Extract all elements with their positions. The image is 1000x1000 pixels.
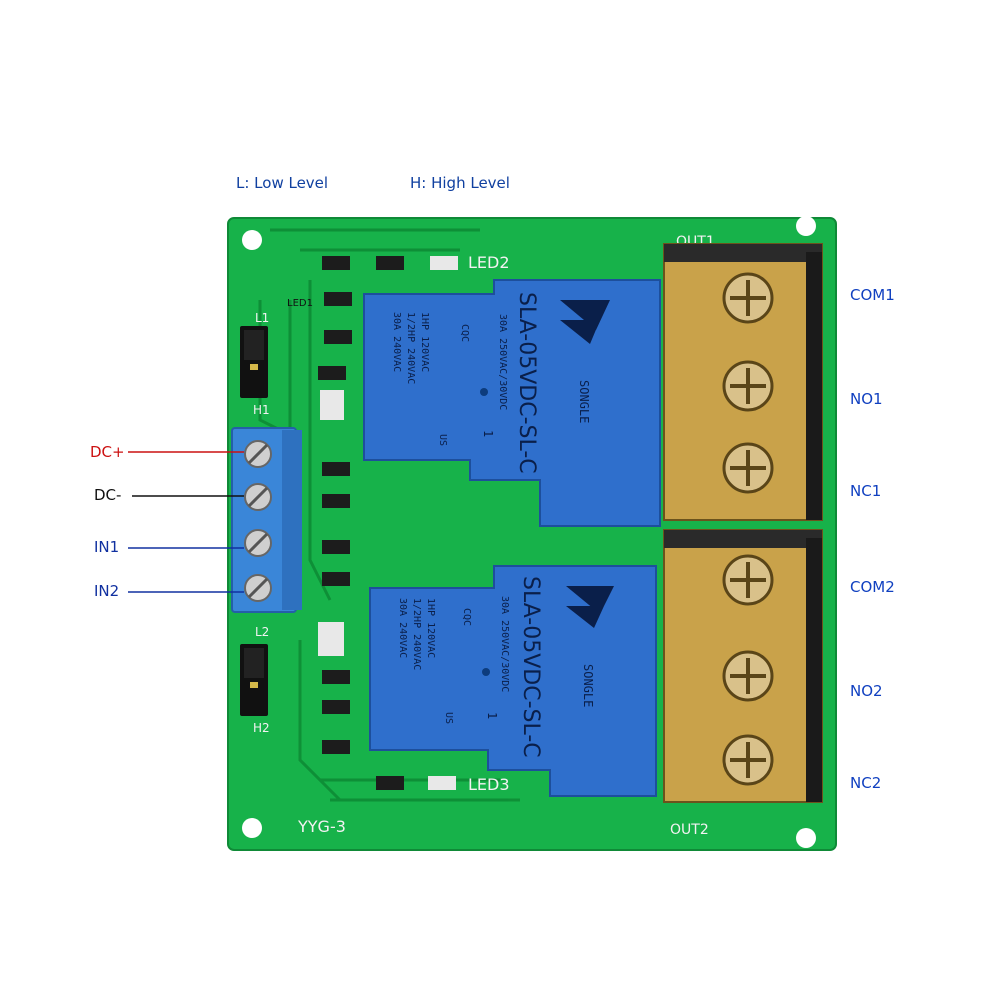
input-terminal-block xyxy=(231,427,302,613)
terminal-label-no1: NO1 xyxy=(850,390,883,408)
relay-1: SLA-05VDC-SL-C 30A 250VAC/30VDC 1HP 120V… xyxy=(363,279,661,527)
output-screw-icons-2 xyxy=(722,554,774,786)
jumper-1 xyxy=(240,326,268,398)
relay-1-cqc: CQC xyxy=(459,324,470,342)
silk-l1: L1 xyxy=(255,311,269,325)
pin-label-dc-plus: DC+ xyxy=(90,443,125,461)
input-pin-in1: IN1 xyxy=(94,538,244,556)
pin-label-in2: IN2 xyxy=(94,582,119,600)
relay-2-rating-1: 30A 250VAC/30VDC xyxy=(499,596,510,692)
relay-1-ul: US xyxy=(437,434,448,446)
relay-2-number: 1 xyxy=(485,712,499,719)
output-terminal-block-1 xyxy=(663,243,823,521)
mount-hole-bl xyxy=(242,818,262,838)
relay-2-rating-3: 1/2HP 240VAC xyxy=(411,598,422,670)
terminal-label-nc2: NC2 xyxy=(850,774,881,792)
relay-1-rating-1: 30A 250VAC/30VDC xyxy=(497,314,508,410)
smd-components xyxy=(318,256,458,790)
relay-1-rating-2: 1HP 120VAC xyxy=(419,312,430,372)
relay-1-model: SLA-05VDC-SL-C xyxy=(514,292,539,474)
input-screw-icons xyxy=(244,440,272,602)
relay-1-rating-4: 30A 240VAC xyxy=(391,312,402,372)
input-pin-dc-minus: DC- xyxy=(94,486,244,504)
silk-h2: H2 xyxy=(253,721,270,735)
mount-hole-tl xyxy=(242,230,262,250)
silk-led2: LED2 xyxy=(468,253,510,272)
silk-h1: H1 xyxy=(253,403,270,417)
terminal-label-nc1: NC1 xyxy=(850,482,881,500)
output-terminal-block-2 xyxy=(663,529,823,803)
terminal-label-com2: COM2 xyxy=(850,578,895,596)
input-pin-dc-plus: DC+ xyxy=(90,443,244,461)
pin-label-dc-minus: DC- xyxy=(94,486,121,504)
relay-2-ul: US xyxy=(443,712,454,724)
relay-2-brand: SONGLE xyxy=(581,664,595,707)
relay-1-number: 1 xyxy=(481,430,495,437)
pin-label-in1: IN1 xyxy=(94,538,119,556)
relay-2-rating-4: 30A 240VAC xyxy=(397,598,408,658)
output-screw-icons-1 xyxy=(722,272,774,494)
relay-2-logo-icon xyxy=(566,586,614,628)
terminal-label-com1: COM1 xyxy=(850,286,895,304)
mount-hole-br xyxy=(796,828,816,848)
terminal-label-no2: NO2 xyxy=(850,682,883,700)
relay-2-model: SLA-05VDC-SL-C xyxy=(518,576,543,758)
silk-led3: LED3 xyxy=(468,775,510,794)
relay-2: SLA-05VDC-SL-C 30A 250VAC/30VDC 1HP 120V… xyxy=(369,565,657,797)
low-level-legend: L: Low Level xyxy=(236,174,328,192)
relay-2-rating-2: 1HP 120VAC xyxy=(425,598,436,658)
input-pin-in2: IN2 xyxy=(94,582,244,600)
relay-1-rating-3: 1/2HP 240VAC xyxy=(405,312,416,384)
silk-out2: OUT2 xyxy=(670,822,709,838)
high-level-legend: H: High Level xyxy=(410,174,510,192)
relay-1-brand: SONGLE xyxy=(577,380,591,423)
mount-hole-tr xyxy=(796,216,816,236)
silk-l2: L2 xyxy=(255,625,269,639)
silk-led1: LED1 xyxy=(287,298,313,309)
relay-1-logo-icon xyxy=(560,300,610,344)
relay-2-cqc: CQC xyxy=(461,608,472,626)
jumper-2 xyxy=(240,644,268,716)
silk-model: YYG-3 xyxy=(297,817,346,836)
